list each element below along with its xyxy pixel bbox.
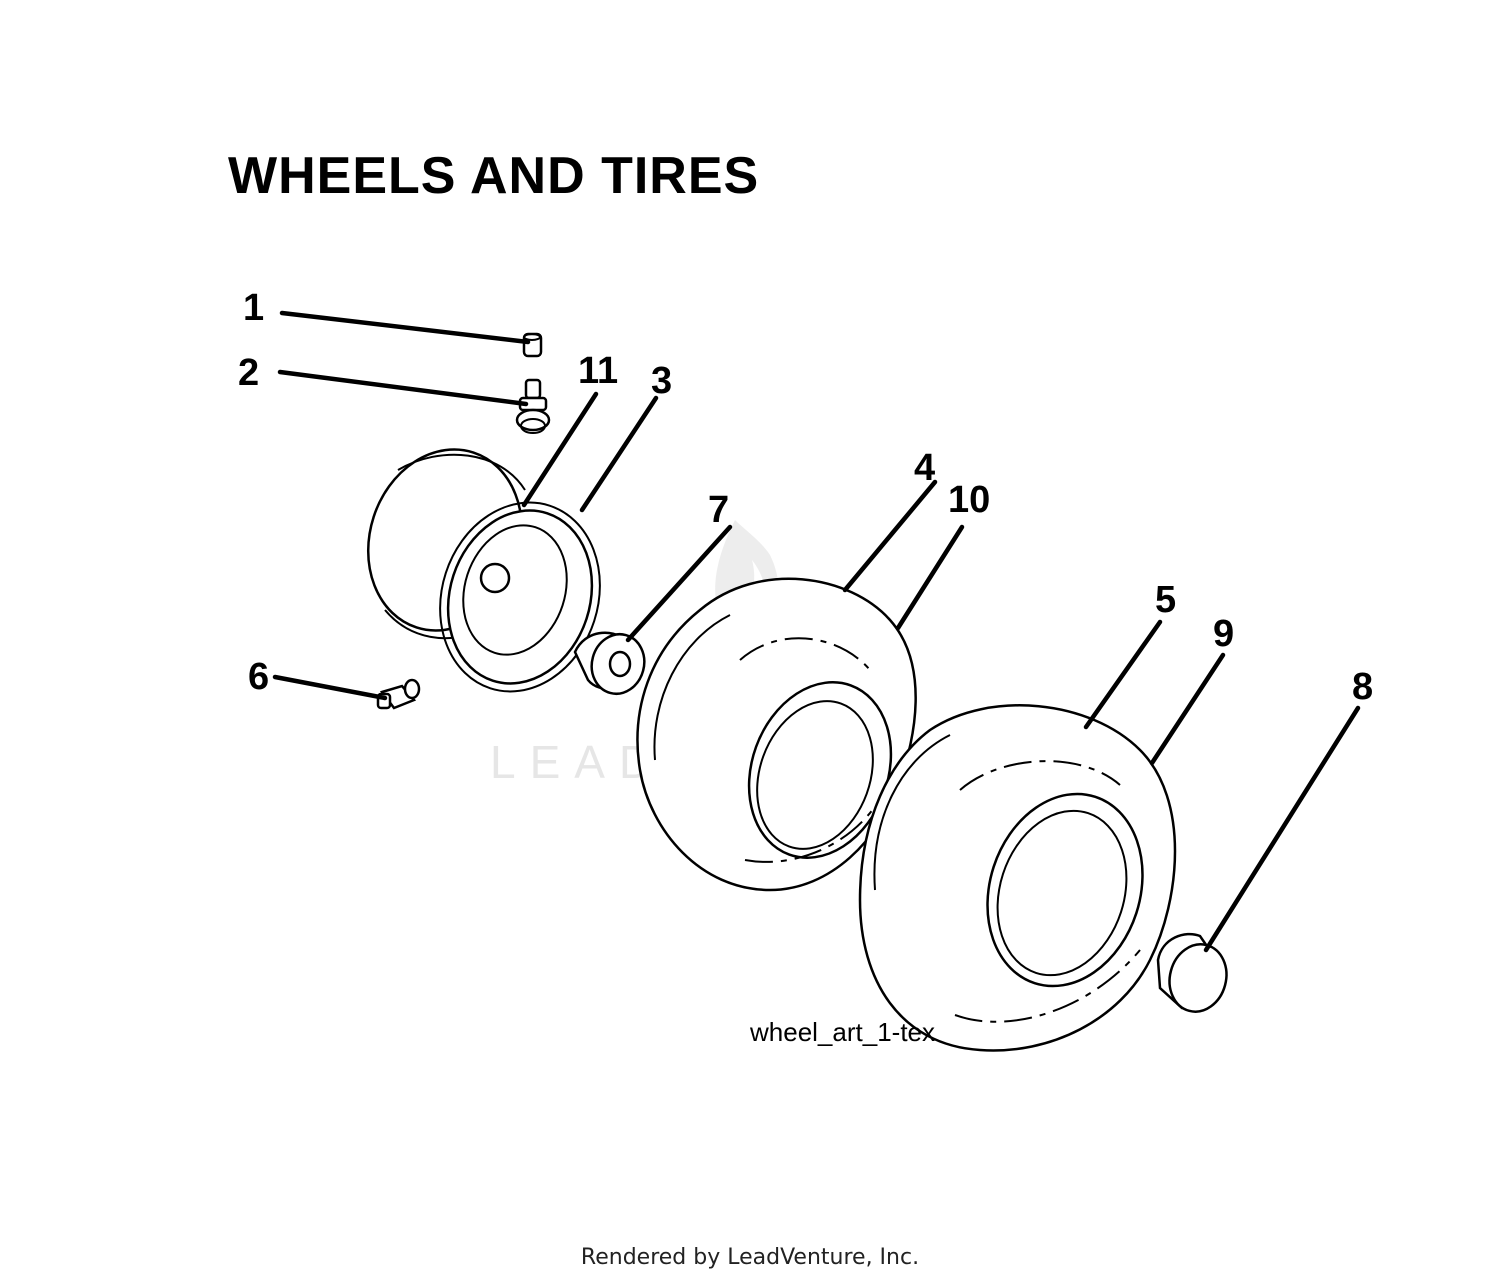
callout-7: 7 <box>708 489 729 531</box>
part-bushing <box>573 631 646 695</box>
part-wheel-cap <box>1156 932 1228 1013</box>
callout-4: 4 <box>914 447 935 489</box>
callout-1: 1 <box>243 287 264 329</box>
callout-9: 9 <box>1213 613 1234 655</box>
callout-11: 11 <box>578 350 618 392</box>
callout-8: 8 <box>1352 666 1373 708</box>
part-rear-tire <box>858 704 1177 1052</box>
footer-credit: Rendered by LeadVenture, Inc. <box>580 1245 920 1270</box>
figure-code: wheel_art_1-tex <box>749 1017 935 1047</box>
callout-3: 3 <box>651 360 672 402</box>
part-front-tire <box>636 577 917 892</box>
part-valve-cap <box>522 332 543 358</box>
callout-5: 5 <box>1155 579 1176 621</box>
part-grease-fitting <box>376 678 421 710</box>
callout-10: 10 <box>948 479 990 521</box>
part-valve-stem <box>515 378 551 434</box>
leader-lines <box>272 310 1361 953</box>
page-title: WHEELS AND TIRES <box>228 147 760 205</box>
callout-6: 6 <box>248 656 269 698</box>
callout-2: 2 <box>238 352 259 394</box>
part-wheel-rim <box>366 448 601 693</box>
